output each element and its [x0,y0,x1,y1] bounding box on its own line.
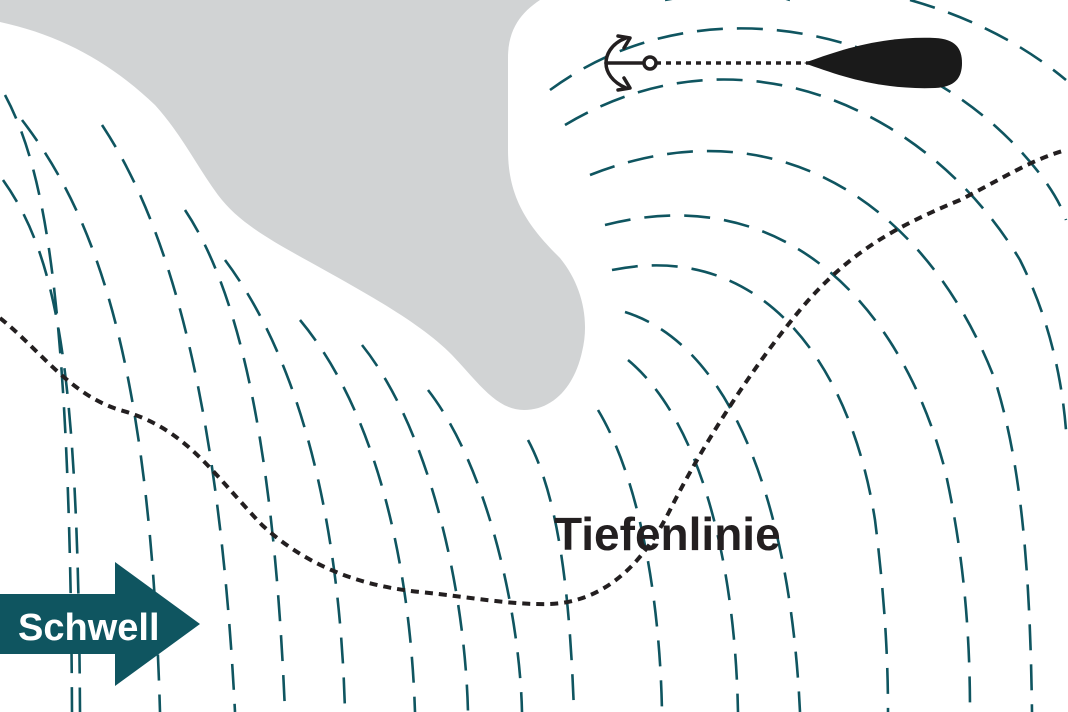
swell-arrow-shape [0,562,200,686]
wave-crest [564,78,1068,431]
wave-crest [426,389,524,712]
wave-crest [604,214,972,712]
wave-crest [549,27,1068,221]
wave-crest [183,209,287,712]
wave-crest [909,0,1067,81]
depth-line-label: Tiefenlinie [554,508,781,560]
wave-crest [20,119,162,712]
wave-crest [299,319,417,712]
wave-crest [589,149,1034,712]
wave-crest [526,439,576,712]
swell-arrow-icon: Schwell [0,562,200,686]
wave-crest [611,264,890,712]
land-mass [0,0,586,410]
wave-crest [100,124,237,712]
wave-crest [360,344,470,712]
wave-crest [223,259,347,712]
wave-crest [1,179,82,712]
depth-contour-line [0,148,1067,607]
wave-crest [627,359,740,712]
swell-label: Schwell [18,607,160,649]
anchor-icon [604,34,658,92]
boat-icon [804,37,962,89]
wave-crest [596,409,664,712]
wave-crest [624,310,802,712]
